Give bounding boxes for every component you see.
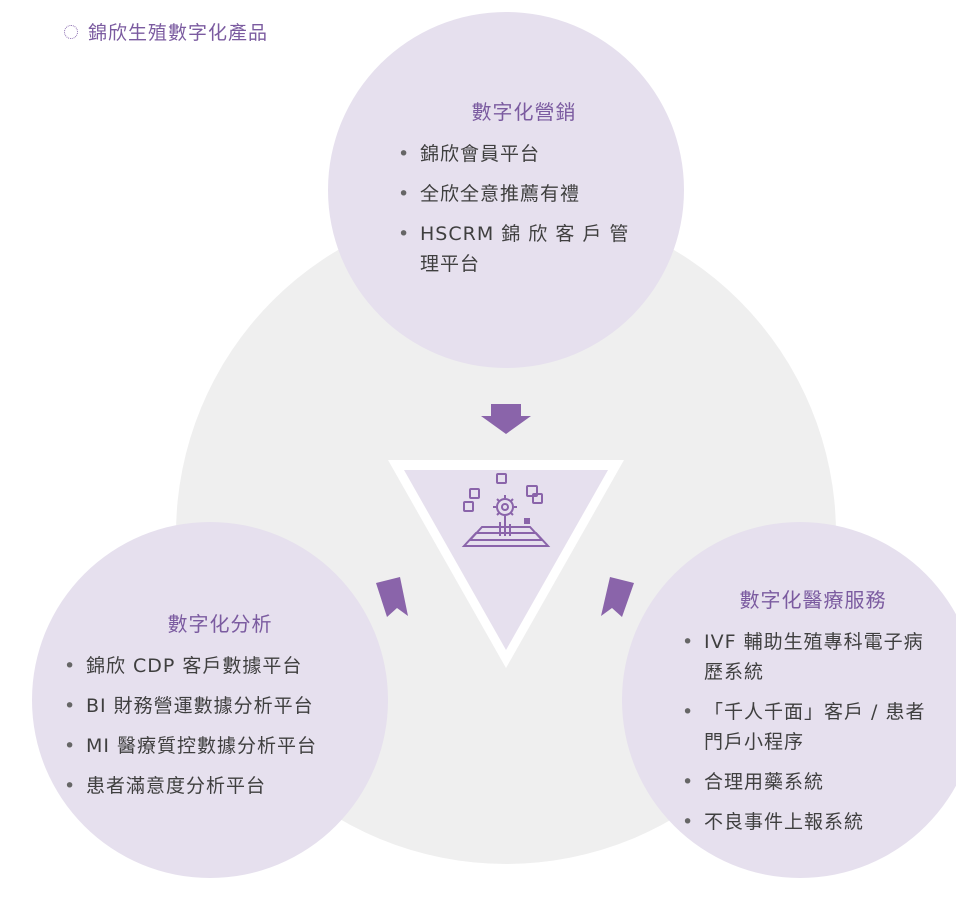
gears-platform-icon <box>461 473 551 547</box>
page-title-text: 錦欣生殖數字化產品 <box>88 22 269 44</box>
arrow-down-icon <box>481 404 531 434</box>
marketing-list: 錦欣會員平台 全欣全意推薦有禮 HSCRM 錦 欣 客 戶 管理平台 <box>394 139 654 279</box>
analytics-block: 數字化分析 錦欣 CDP 客戶數據平台 BI 財務營運數據分析平台 MI 醫療質… <box>60 608 380 811</box>
analytics-list: 錦欣 CDP 客戶數據平台 BI 財務營運數據分析平台 MI 醫療質控數據分析平… <box>60 651 380 801</box>
arrow-right-icon <box>601 577 634 617</box>
marketing-block: 數字化營銷 錦欣會員平台 全欣全意推薦有禮 HSCRM 錦 欣 客 戶 管理平台 <box>394 96 654 289</box>
list-item: 全欣全意推薦有禮 <box>394 179 654 209</box>
list-item: IVF 輔助生殖專科電子病歷系統 <box>678 627 934 687</box>
list-item: 患者滿意度分析平台 <box>60 771 380 801</box>
list-item: 合理用藥系統 <box>678 767 948 797</box>
list-item: 錦欣會員平台 <box>394 139 654 169</box>
list-item: HSCRM 錦 欣 客 戶 管理平台 <box>394 219 630 279</box>
bullet-ring-icon <box>64 24 78 39</box>
list-item: MI 醫療質控數據分析平台 <box>60 731 380 761</box>
medical-block: 數字化醫療服務 IVF 輔助生殖專科電子病歷系統 「千人千面」客戶 / 患者門戶… <box>678 584 948 847</box>
page-title: 錦欣生殖數字化產品 <box>64 18 268 45</box>
list-item: BI 財務營運數據分析平台 <box>60 691 380 721</box>
center-triangle <box>404 470 608 650</box>
marketing-heading: 數字化營銷 <box>471 100 577 124</box>
analytics-heading: 數字化分析 <box>167 612 273 636</box>
list-item: 「千人千面」客戶 / 患者門戶小程序 <box>678 697 934 757</box>
list-item: 錦欣 CDP 客戶數據平台 <box>60 651 380 681</box>
arrow-left-icon <box>376 577 408 617</box>
medical-list: IVF 輔助生殖專科電子病歷系統 「千人千面」客戶 / 患者門戶小程序 合理用藥… <box>678 627 948 837</box>
list-item: 不良事件上報系統 <box>678 807 948 837</box>
medical-heading: 數字化醫療服務 <box>739 588 887 612</box>
